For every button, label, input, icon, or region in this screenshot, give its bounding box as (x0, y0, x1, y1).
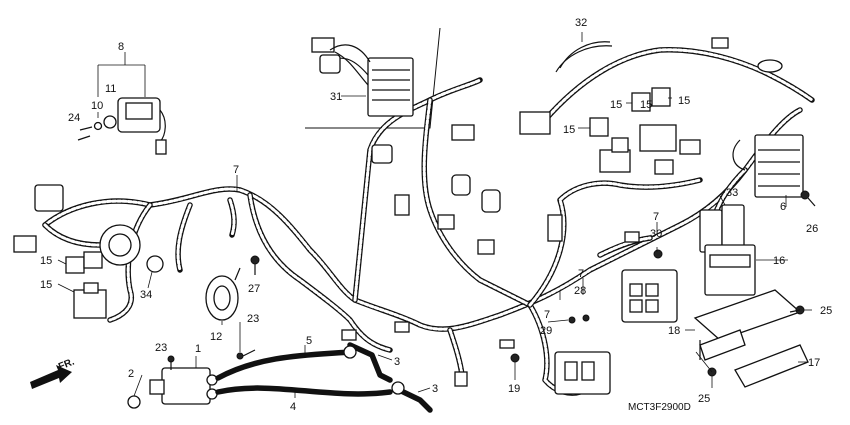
regulator-inset (319, 44, 414, 117)
callout-7c: 7 (578, 268, 584, 280)
callout-31: 31 (330, 91, 342, 103)
callout-3a: 3 (394, 356, 400, 368)
callout-7b: 7 (653, 211, 659, 223)
callout-29: 29 (540, 325, 552, 337)
callout-25b: 25 (698, 393, 710, 405)
callout-15d: 15 (40, 255, 52, 267)
callout-28: 28 (574, 285, 586, 297)
callout-26: 26 (806, 223, 818, 235)
callout-25a: 25 (820, 305, 832, 317)
callout-1: 1 (195, 343, 201, 355)
callout-labels: 1 2 3 3 4 5 6 7 7 7 7 8 10 11 12 15 15 1… (40, 17, 832, 413)
callout-15c: 15 (563, 124, 575, 136)
callout-15b: 15 (678, 95, 690, 107)
callout-17: 17 (808, 357, 820, 369)
connector-block-33 (699, 204, 745, 253)
relay-group-right (589, 87, 677, 173)
callout-23a: 23 (155, 342, 167, 354)
callout-5: 5 (306, 335, 312, 347)
regulator-right (732, 134, 804, 198)
callout-23b: 23 (247, 313, 259, 325)
drawing-code: MCT3F2900D (628, 402, 691, 413)
leader-lines (57, 32, 812, 398)
relay-group-left (65, 251, 107, 319)
callout-6: 6 (780, 201, 786, 213)
horn (205, 267, 241, 321)
callout-24: 24 (68, 112, 80, 124)
callout-30: 30 (650, 228, 662, 240)
callout-11: 11 (105, 83, 116, 95)
callout-10: 10 (91, 100, 103, 112)
switch-34 (99, 224, 164, 273)
ignition-coil-assembly (127, 342, 433, 413)
callout-34: 34 (140, 289, 152, 301)
callout-27: 27 (248, 283, 260, 295)
connector-left-small (13, 235, 37, 253)
harness-connectors (13, 37, 729, 387)
callout-4: 4 (290, 401, 296, 413)
meter-assembly (79, 97, 167, 155)
callout-7a: 7 (233, 164, 239, 176)
callout-15f: 15 (640, 99, 652, 111)
callout-16: 16 (773, 255, 785, 267)
callout-15a: 15 (610, 99, 622, 111)
front-direction-arrow: FR. (30, 356, 76, 389)
callout-2: 2 (128, 368, 134, 380)
inset-frame (305, 27, 441, 129)
callout-15e: 15 (40, 279, 52, 291)
callout-18: 18 (668, 325, 680, 337)
upper-branch-32 (555, 41, 783, 73)
fuse-box (621, 269, 678, 323)
callout-3b: 3 (432, 383, 438, 395)
callout-8: 8 (118, 41, 124, 53)
fr-label: FR. (57, 356, 76, 372)
callout-19: 19 (508, 383, 520, 395)
fasteners (77, 135, 816, 377)
callout-7d: 7 (544, 309, 550, 321)
starter-relay-block (554, 351, 611, 395)
callout-33: 33 (726, 187, 738, 199)
callout-32: 32 (575, 17, 587, 29)
ecm-unit (704, 244, 756, 296)
main-wire-harness (42, 47, 815, 396)
connector-left-top (34, 184, 64, 212)
callout-12: 12 (210, 331, 222, 343)
